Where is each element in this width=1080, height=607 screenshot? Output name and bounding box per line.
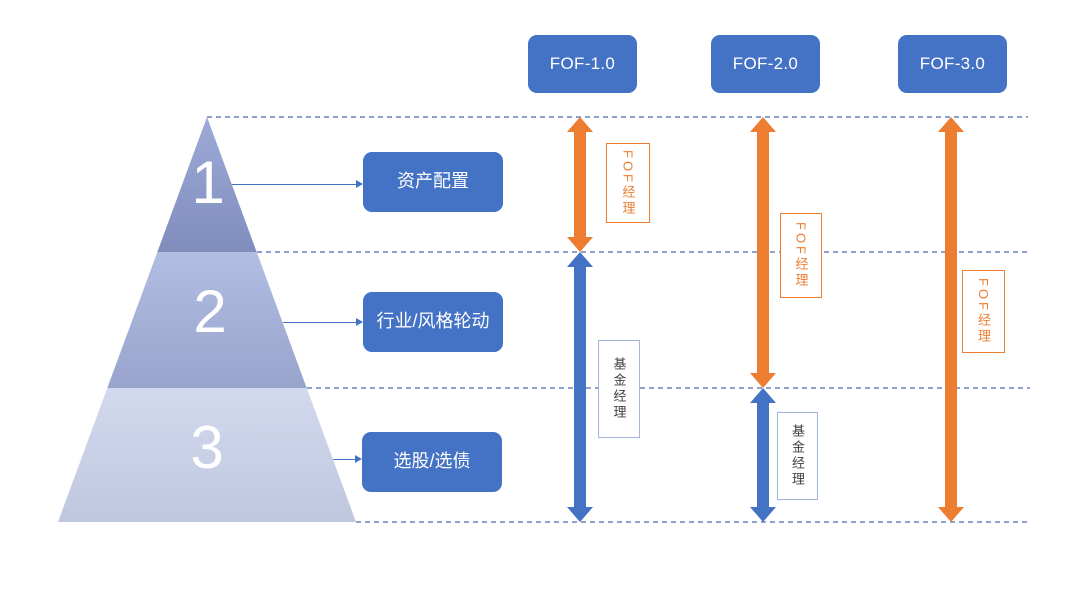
divider-line-level-1-2 xyxy=(257,251,1028,253)
arrowhead-up-icon xyxy=(750,388,776,403)
arrow-shaft xyxy=(574,265,586,509)
arrowhead-right-icon xyxy=(356,318,363,326)
arrowhead-up-icon xyxy=(938,117,964,132)
arrow-shaft xyxy=(757,401,769,509)
fof-1-fund-manager-label: 基金经理 xyxy=(598,340,640,438)
fof-2-fof-manager-label: FOF经理 xyxy=(780,213,822,298)
divider-line-top xyxy=(207,116,1028,118)
arrowhead-up-icon xyxy=(750,117,776,132)
fof-3-fof-manager-arrow xyxy=(938,117,964,522)
arrowhead-down-icon xyxy=(567,237,593,252)
pyramid-level-3-number: 3 xyxy=(190,414,224,481)
fof-3-fof-manager-label: FOF经理 xyxy=(962,270,1005,353)
level-3-label-box: 选股/选债 xyxy=(362,432,502,492)
arrow-shaft xyxy=(945,130,957,509)
column-header-fof-1: FOF-1.0 xyxy=(528,35,637,93)
fof-2-fund-manager-arrow xyxy=(750,388,776,522)
connector-line xyxy=(283,321,358,323)
arrowhead-right-icon xyxy=(356,180,363,188)
pyramid-level-1-number: 1 xyxy=(191,149,225,216)
connector-arrow-level-2 xyxy=(283,317,363,327)
pyramid-level-3-band xyxy=(58,388,356,522)
level-1-label-box: 资产配置 xyxy=(363,152,503,212)
fof-2-fund-manager-label: 基金经理 xyxy=(777,412,818,500)
column-header-fof-3: FOF-3.0 xyxy=(898,35,1007,93)
arrow-shaft xyxy=(757,130,769,375)
connector-arrow-level-3 xyxy=(333,454,362,464)
arrowhead-right-icon xyxy=(355,455,362,463)
connector-line xyxy=(333,458,357,460)
arrowhead-down-icon xyxy=(750,373,776,388)
fof-1-fof-manager-label: FOF经理 xyxy=(606,143,650,223)
divider-line-level-2-3 xyxy=(307,387,1030,389)
divider-line-bottom xyxy=(356,521,1030,523)
pyramid-level-2-number: 2 xyxy=(193,278,227,345)
arrowhead-up-icon xyxy=(567,252,593,267)
fof-2-fof-manager-arrow xyxy=(750,117,776,388)
fof-1-fof-manager-arrow xyxy=(567,117,593,252)
arrow-shaft xyxy=(574,130,586,239)
connector-arrow-level-1 xyxy=(232,179,363,189)
arrowhead-up-icon xyxy=(567,117,593,132)
connector-line xyxy=(232,183,358,185)
arrowhead-down-icon xyxy=(567,507,593,522)
arrowhead-down-icon xyxy=(938,507,964,522)
level-2-label-box: 行业/风格轮动 xyxy=(363,292,503,352)
fof-1-fund-manager-arrow xyxy=(567,252,593,522)
column-header-fof-2: FOF-2.0 xyxy=(711,35,820,93)
arrowhead-down-icon xyxy=(750,507,776,522)
